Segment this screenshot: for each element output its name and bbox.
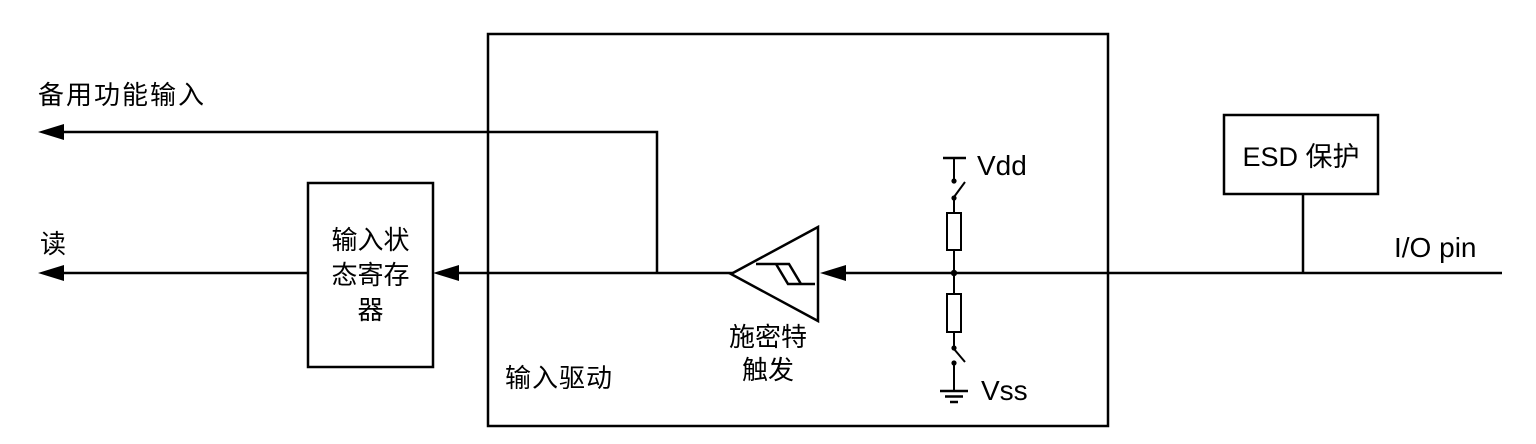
schmitt-input-arrowhead-icon <box>820 265 846 281</box>
vdd-label: Vdd <box>977 150 1027 181</box>
pull-down-branch <box>940 273 968 404</box>
hysteresis-icon <box>756 262 815 286</box>
read-arrowhead-icon <box>38 265 64 281</box>
switch-contact-dot <box>951 178 957 184</box>
vss-label: Vss <box>981 375 1028 406</box>
schmitt-label-line: 施密特 <box>728 323 807 352</box>
pullup-switch-icon <box>953 181 966 198</box>
register-input-arrowhead-icon <box>433 265 459 281</box>
input-state-register-box <box>306 181 435 369</box>
register-label-line: 器 <box>357 295 384 325</box>
io-pin-label: I/O pin <box>1394 232 1477 263</box>
read-label: 读 <box>40 230 67 259</box>
pulldown-resistor-icon <box>946 293 962 333</box>
schmitt-trigger-symbol <box>728 224 820 324</box>
esd-protection-label: ESD 保护 <box>1242 142 1360 172</box>
input-driver-box <box>486 32 1110 428</box>
pulldown-switch-icon <box>953 348 966 363</box>
input-driver-label: 输入驱动 <box>505 364 614 393</box>
schmitt-trigger-label: 施密特 触发 <box>698 321 838 387</box>
register-label-line: 输入状 <box>331 225 410 255</box>
esd-protection-box <box>1222 113 1380 196</box>
alt-function-arrowhead-icon <box>38 124 64 140</box>
alt-function-input-label: 备用功能输入 <box>38 81 207 110</box>
schmitt-label-line: 触发 <box>741 356 794 385</box>
register-label-line: 态寄存 <box>331 260 410 290</box>
pullup-resistor-icon <box>946 212 962 251</box>
alt-function-line <box>58 130 659 273</box>
input-state-register-label: 输入状 态寄存 器 <box>308 183 433 367</box>
pull-up-branch <box>943 156 966 273</box>
ground-icon <box>940 389 968 404</box>
